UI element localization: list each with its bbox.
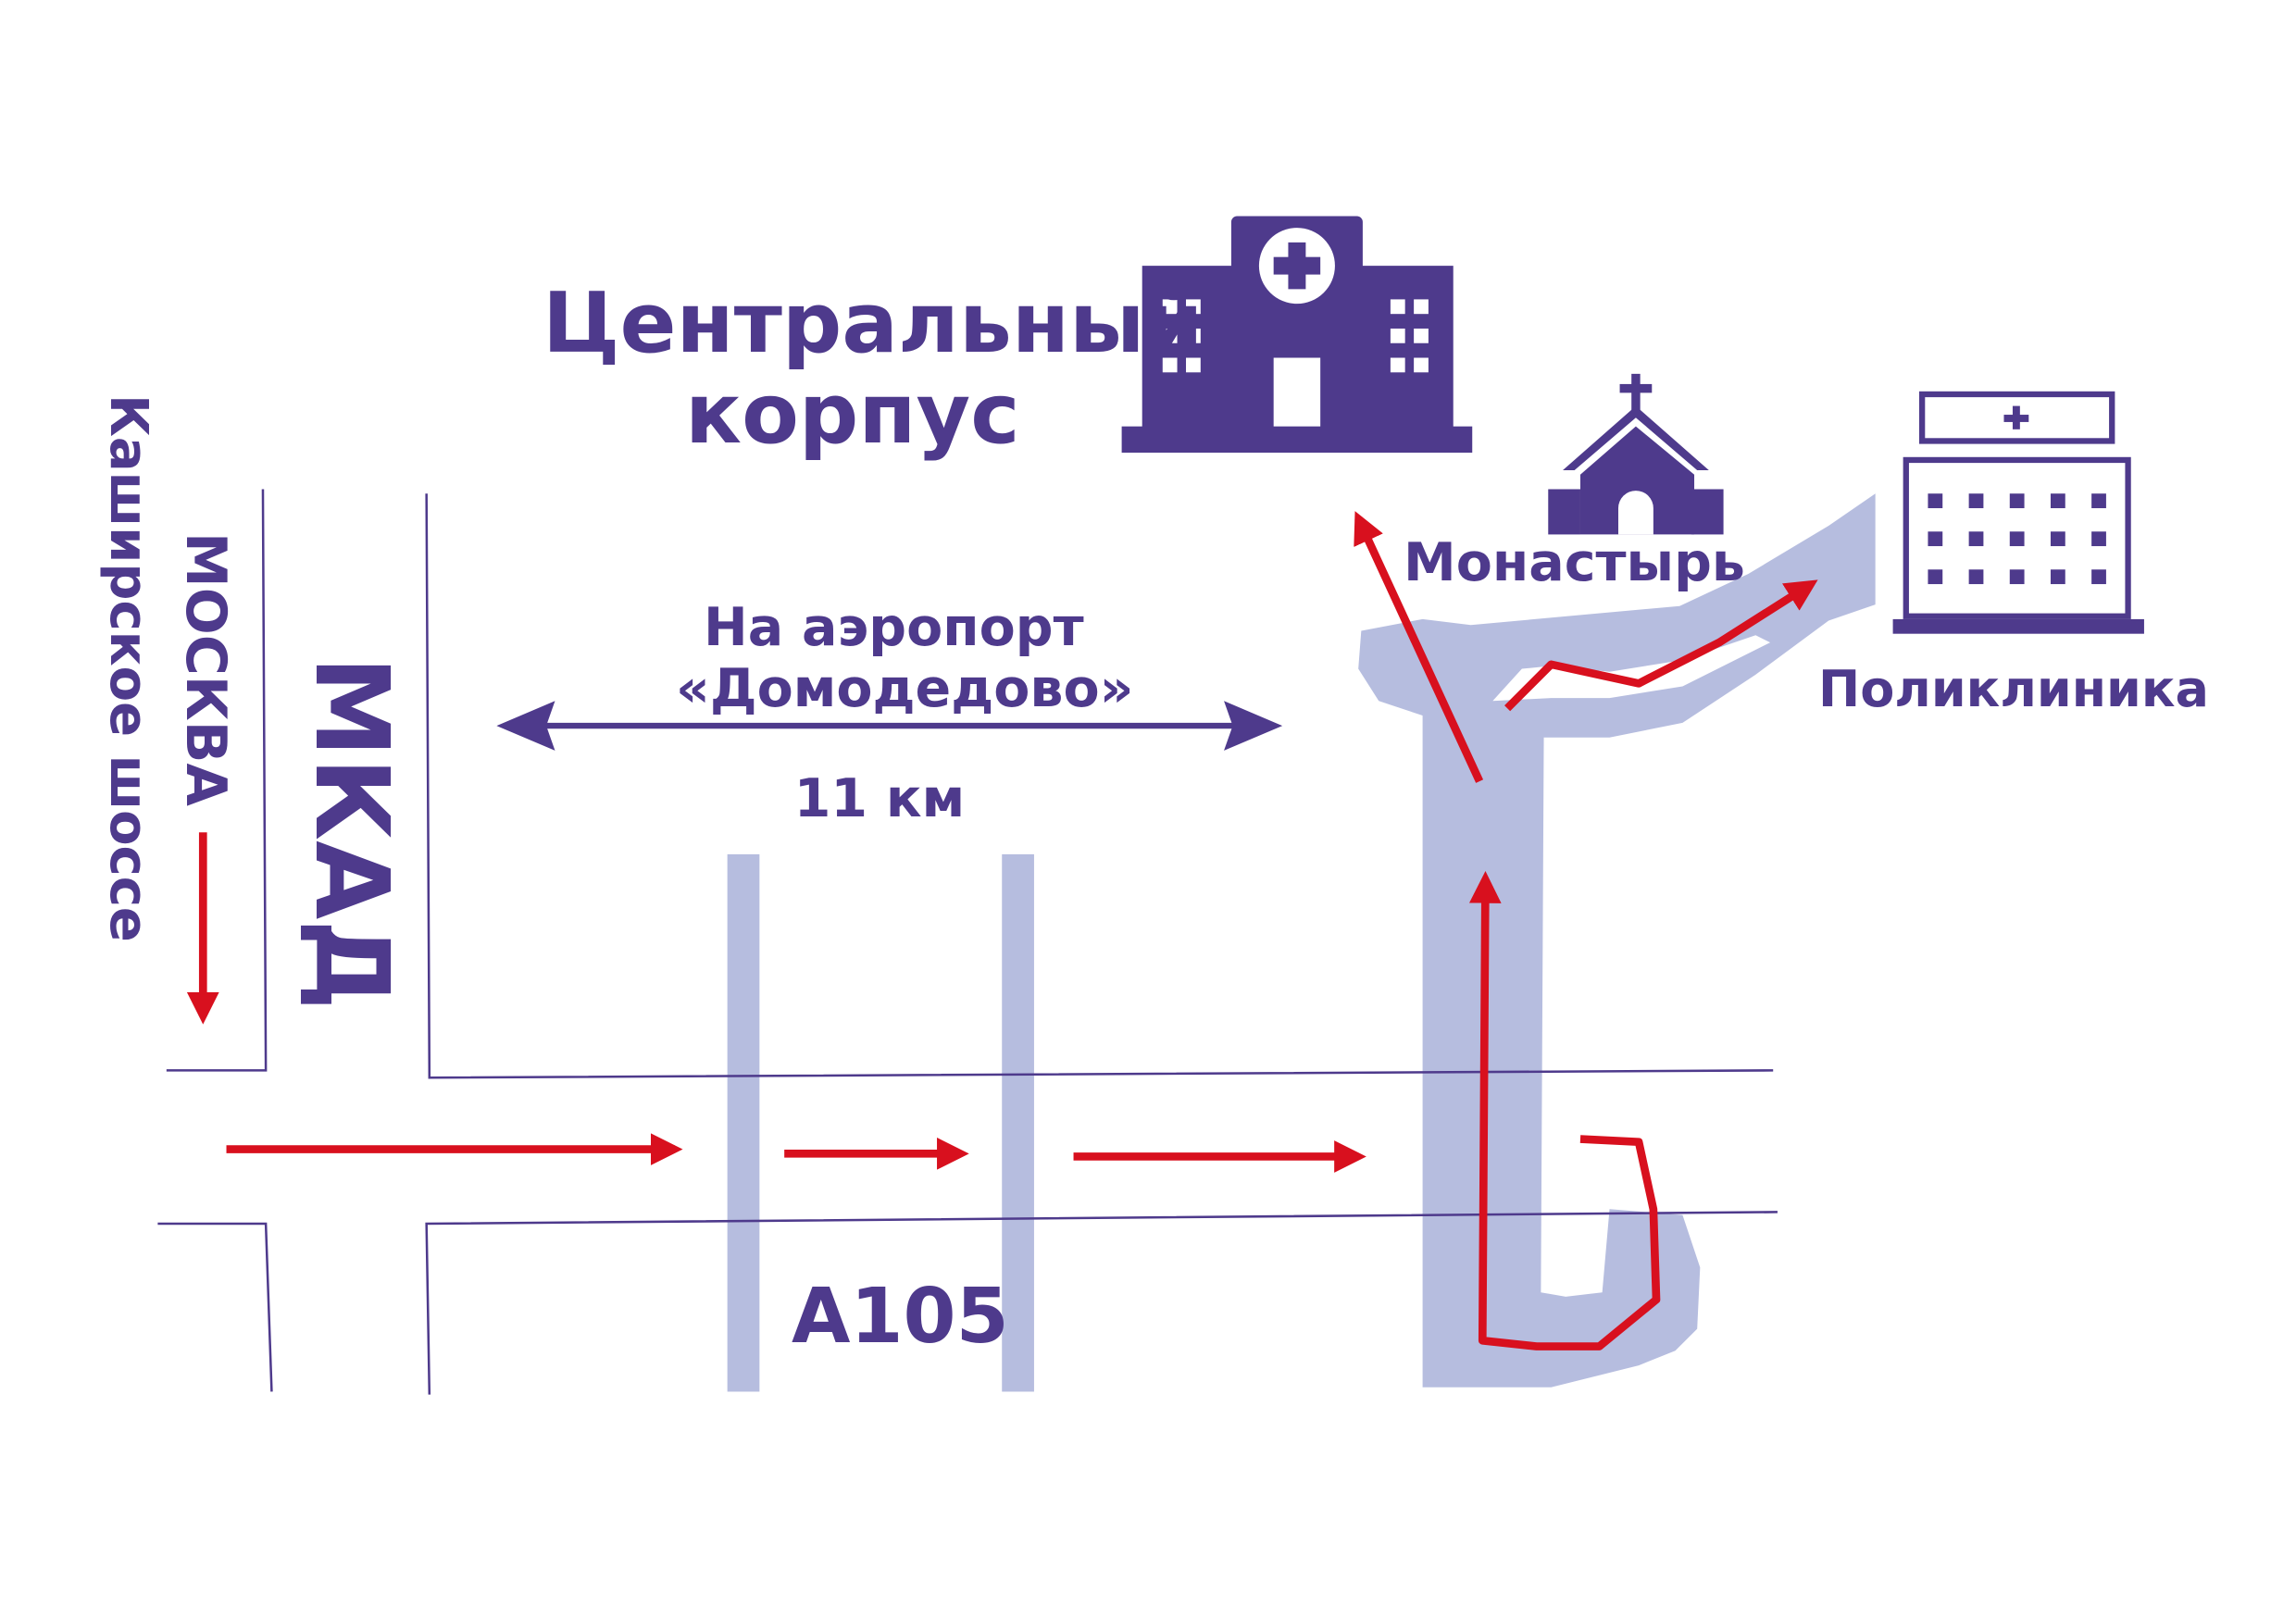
road-a105-label: А105: [792, 1273, 1009, 1361]
a105-lower-right: [425, 1211, 1778, 1395]
access-road: [1358, 493, 1876, 1388]
a105-lower-left: [157, 1222, 273, 1392]
kashirskoe-highway-label: Каширское шоссе: [98, 394, 158, 942]
polyclinic-label: Поликлиника: [1818, 660, 2209, 718]
access-road-inner: [1492, 635, 1771, 702]
moscow-label: МОСКВА: [173, 532, 238, 806]
route-arrow-central: [1354, 511, 1484, 783]
mkad-label: МКАД: [293, 655, 411, 1011]
airport-label-line1: На аэропорт: [704, 597, 1084, 658]
distance-label: 11 км: [793, 768, 966, 829]
road-outlines: [157, 489, 1778, 1395]
airport-label-line2: «Домодедово»: [676, 658, 1134, 719]
route-uturn: [1468, 871, 1661, 1350]
clinic-building-icon: [1892, 391, 2144, 634]
route-arrows: [186, 511, 1818, 1350]
hospital-building-icon: [1121, 216, 1473, 454]
church-icon: [1548, 373, 1724, 535]
airport-distance-arrow: [496, 701, 1283, 751]
mkad-right-edge: [425, 493, 1774, 1079]
central-building-label-line1: Центральный: [543, 275, 1204, 372]
bridge-2: [1002, 853, 1034, 1392]
mkad-left-edge: [166, 489, 268, 1072]
bridge-1: [727, 853, 760, 1392]
central-building-label-line2: корпус: [685, 366, 1020, 463]
route-arrow-polyclinic: [1504, 579, 1818, 712]
monastery-label: Монастырь: [1404, 532, 1745, 593]
